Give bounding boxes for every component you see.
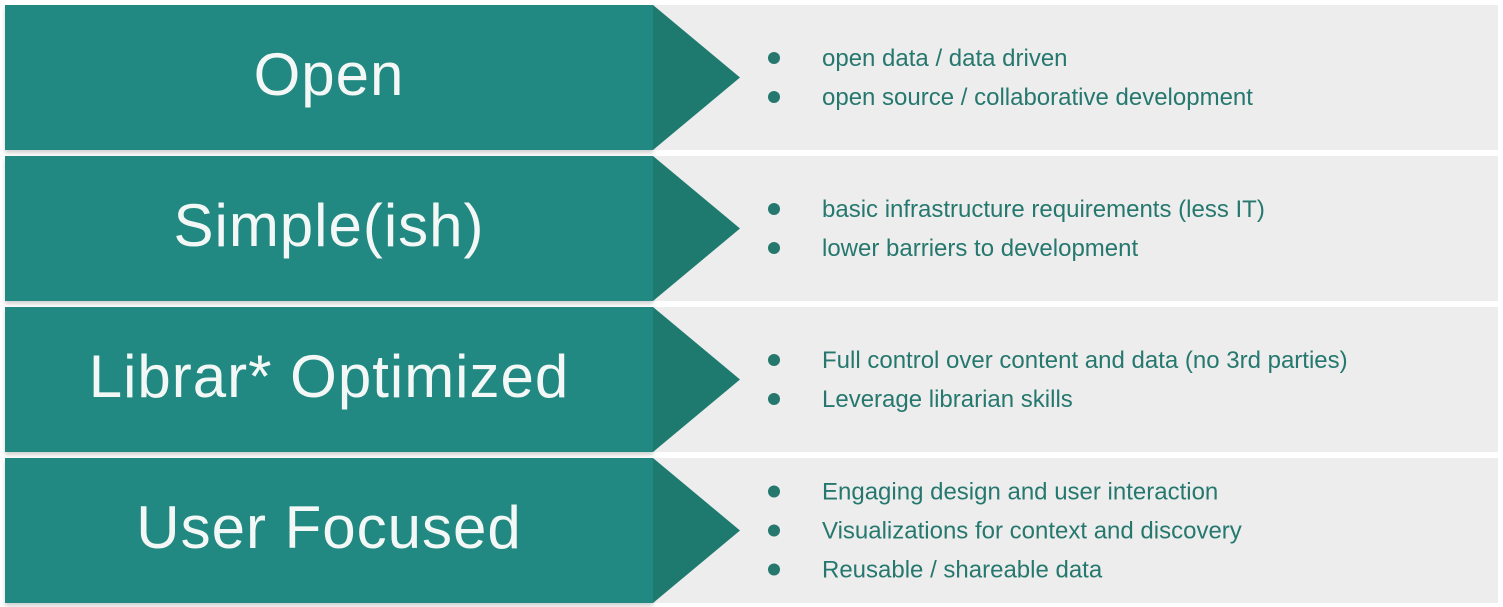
feature-row-librar-optimized: Librar* Optimized Full control over cont…	[5, 307, 1498, 452]
arrow-banner: Librar* Optimized	[5, 307, 653, 452]
arrow-head-icon	[653, 458, 740, 603]
row-title: Simple(ish)	[173, 191, 485, 259]
feature-row-simple: Simple(ish) basic infrastructure require…	[5, 156, 1498, 301]
bullet-item: open data / data driven	[768, 39, 1253, 78]
bullet-item: lower barriers to development	[768, 229, 1265, 268]
arrow-banner: Open	[5, 5, 653, 150]
bullet-text: Visualizations for context and discovery	[822, 517, 1242, 544]
bullet-dot-icon	[768, 354, 780, 366]
bullet-text: lower barriers to development	[822, 234, 1139, 262]
bullet-item: Reusable / shareable data	[768, 550, 1242, 589]
bullet-dot-icon	[768, 203, 780, 215]
bullet-dot-icon	[768, 91, 780, 103]
arrow-head-icon	[653, 5, 740, 150]
row-title: Librar* Optimized	[88, 342, 570, 410]
bullet-text: basic infrastructure requirements (less …	[822, 195, 1265, 223]
bullet-item: Leverage librarian skills	[768, 380, 1348, 419]
bullet-list: basic infrastructure requirements (less …	[768, 190, 1265, 268]
bullet-item: open source / collaborative development	[768, 78, 1253, 117]
bullet-text: Engaging design and user interaction	[822, 478, 1219, 505]
bullet-item: basic infrastructure requirements (less …	[768, 190, 1265, 229]
bullet-dot-icon	[768, 242, 780, 254]
arrow-banner: User Focused	[5, 458, 653, 603]
bullet-list: open data / data driven open source / co…	[768, 39, 1253, 117]
bullet-text: Full control over content and data (no 3…	[822, 346, 1348, 374]
row-title: User Focused	[136, 493, 522, 561]
bullet-text: Reusable / shareable data	[822, 556, 1103, 583]
bullet-item: Full control over content and data (no 3…	[768, 341, 1348, 380]
feature-row-open: Open open data / data driven open source…	[5, 5, 1498, 150]
bullet-dot-icon	[768, 393, 780, 405]
arrow-head-icon	[653, 307, 740, 452]
bullet-item: Engaging design and user interaction	[768, 472, 1242, 511]
row-title: Open	[253, 40, 405, 108]
bullet-dot-icon	[768, 524, 780, 537]
bullet-dot-icon	[768, 52, 780, 64]
bullet-text: open data / data driven	[822, 44, 1068, 72]
arrow-banner: Simple(ish)	[5, 156, 653, 301]
bullet-dot-icon	[768, 485, 780, 498]
bullet-item: Visualizations for context and discovery	[768, 511, 1242, 550]
arrow-head-icon	[653, 156, 740, 301]
feature-row-user-focused: User Focused Engaging design and user in…	[5, 458, 1498, 603]
bullet-list: Full control over content and data (no 3…	[768, 341, 1348, 419]
bullet-dot-icon	[768, 563, 780, 576]
bullet-list: Engaging design and user interaction Vis…	[768, 472, 1242, 589]
bullet-text: open source / collaborative development	[822, 83, 1253, 111]
bullet-text: Leverage librarian skills	[822, 385, 1073, 413]
